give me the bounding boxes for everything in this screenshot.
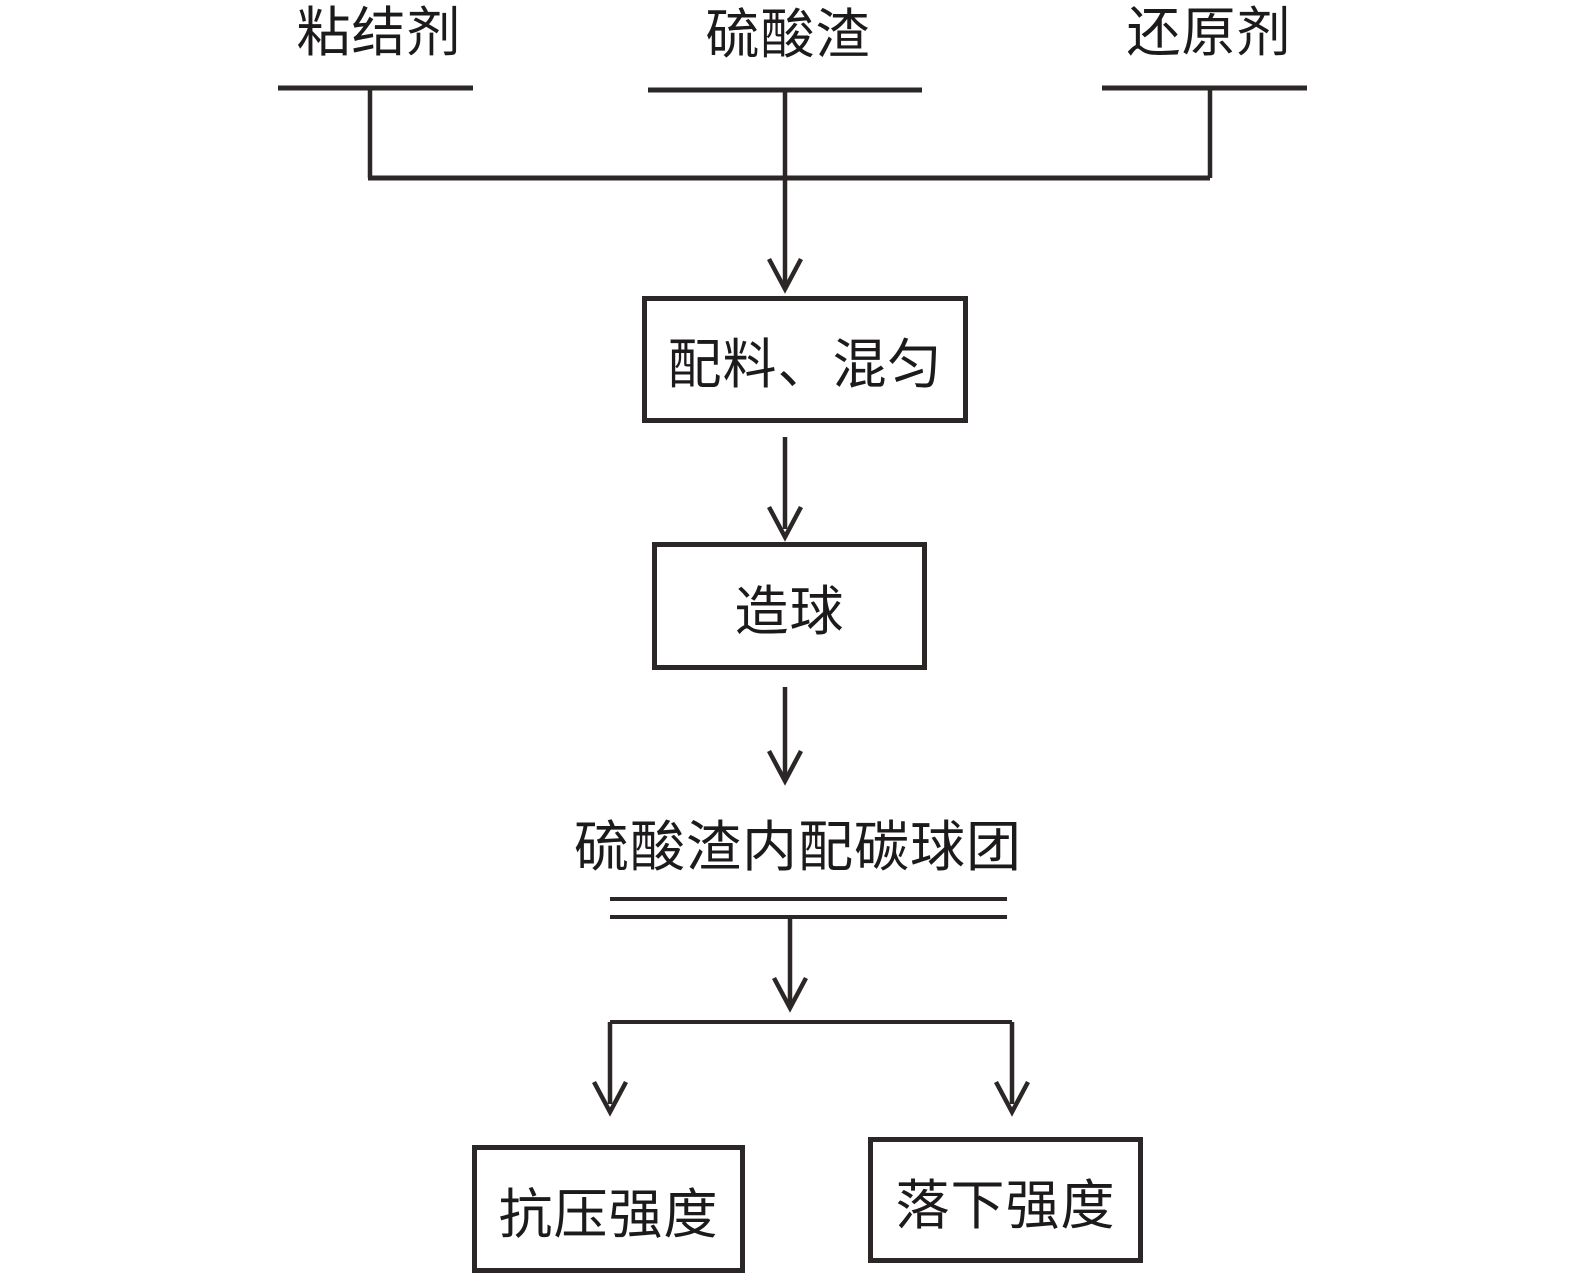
box-batching-mixing: 配料、混匀 (642, 296, 968, 423)
arrowhead-to-pellets (767, 749, 803, 786)
box-drop-strength-label: 落下强度 (895, 1175, 1116, 1236)
box-pelletizing: 造球 (652, 542, 927, 670)
arrowhead-to-compressive (592, 1080, 628, 1117)
box-compressive-strength: 抗压强度 (472, 1145, 745, 1273)
arrowhead-to-split (772, 976, 808, 1013)
box-batching-mixing-label: 配料、混匀 (667, 335, 943, 395)
arrowhead-to-mixing (767, 257, 803, 294)
label-carbon-pellets: 硫酸渣内配碳球团 (573, 817, 1022, 878)
label-reducing-agent: 还原剂 (1126, 3, 1292, 63)
arrowhead-to-pelletizing (767, 505, 803, 542)
box-pelletizing-label: 造球 (734, 581, 845, 642)
box-drop-strength: 落下强度 (868, 1137, 1143, 1263)
arrowhead-to-drop (994, 1080, 1030, 1117)
label-sulfuric-acid-residue: 硫酸渣 (705, 5, 871, 65)
box-compressive-strength-label: 抗压强度 (498, 1184, 719, 1245)
label-binder: 粘结剂 (296, 3, 462, 63)
